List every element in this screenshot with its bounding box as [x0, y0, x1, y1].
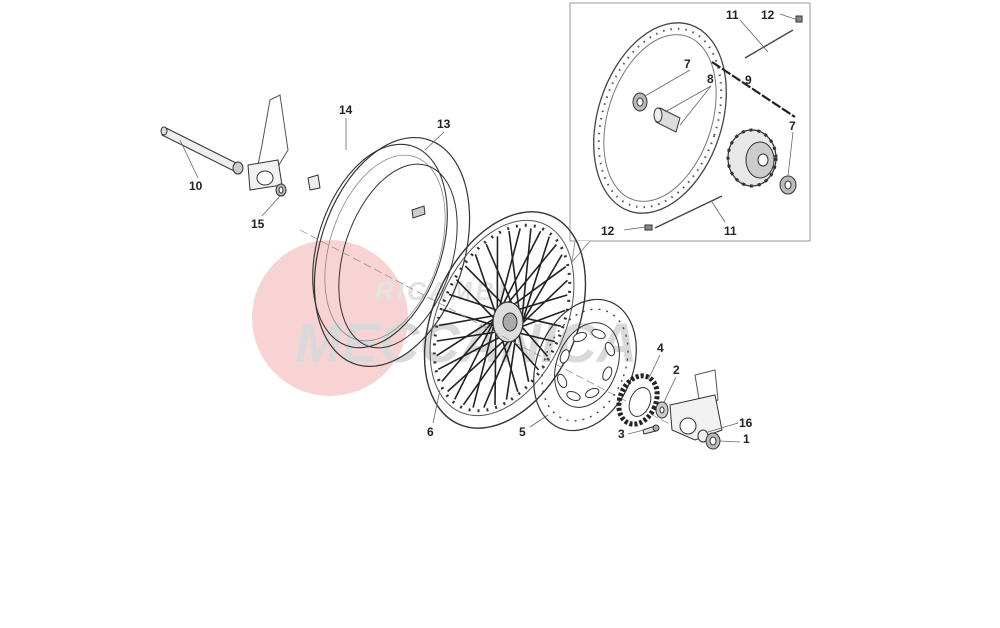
inner-tube	[313, 136, 471, 368]
axle-nut	[705, 432, 721, 450]
callout-10: 10	[189, 179, 203, 193]
leader-16	[707, 422, 739, 433]
leader-11a	[739, 19, 769, 53]
inset-bearing-right-bore	[784, 180, 792, 190]
brake-disc	[533, 298, 637, 432]
leader-12a	[779, 13, 799, 21]
callout-15: 15	[251, 217, 265, 231]
inset-rim-outer	[593, 22, 727, 214]
wheel-spoke	[521, 236, 551, 324]
callout-8: 8	[707, 72, 714, 86]
callout-16: 16	[739, 416, 753, 430]
leader-lines	[179, 118, 741, 443]
wheel-spoke	[472, 323, 495, 408]
callout-7-left: 7	[684, 57, 691, 71]
inset-bearing-left-bore	[636, 97, 644, 107]
callout-2: 2	[673, 363, 680, 377]
inset-rim-inner	[603, 34, 717, 202]
inset-spoke-top	[744, 29, 794, 59]
wheel-spoke	[494, 326, 497, 406]
leader-2	[663, 376, 677, 403]
spoked-wheel	[423, 211, 587, 429]
callout-6: 6	[427, 425, 434, 439]
disc-cutout	[557, 373, 568, 389]
disc-cutout	[602, 366, 613, 381]
callout-13: 13	[437, 117, 451, 131]
wheel-spoke	[508, 230, 521, 318]
sprocket-ring	[616, 373, 660, 427]
callout-3: 3	[618, 427, 625, 441]
leader-4	[647, 354, 661, 381]
watermark-disc	[252, 240, 408, 396]
disc-cutout	[585, 387, 600, 399]
leader-10	[179, 139, 199, 179]
wheel-spoke	[519, 254, 563, 327]
left-fork-leg	[247, 94, 289, 191]
inset-frame	[569, 2, 811, 242]
inset-rim-holes	[597, 27, 723, 209]
disc-cutout	[604, 341, 615, 357]
leader-5	[529, 414, 549, 428]
leader-7a	[644, 69, 691, 97]
disc-cutout	[591, 328, 606, 340]
inset-spoke-long	[711, 61, 796, 118]
inset-nipple-top	[795, 15, 803, 23]
leader-6	[432, 389, 441, 424]
callout-12-top: 12	[761, 8, 775, 22]
leader-8a	[664, 85, 712, 113]
disc-cutout	[572, 331, 587, 343]
right-fork-leg	[669, 369, 723, 441]
watermark-logo: RICAMBI MECCANICA	[252, 240, 637, 396]
disc-bolt	[642, 424, 660, 435]
callout-4: 4	[657, 341, 664, 355]
left-spacer-bore	[278, 186, 284, 194]
hub-detail-inset	[569, 2, 811, 264]
callout-14: 14	[339, 103, 353, 117]
callout-labels: 1 2 3 4 5 6 7 7 8 9 10 11 11 12 12 13 14…	[189, 8, 796, 446]
callout-1: 1	[743, 432, 750, 446]
wheel-spoke	[516, 279, 568, 329]
callout-11-top: 11	[726, 8, 739, 22]
callout-12-bottom: 12	[601, 224, 615, 238]
disc-cutout	[566, 390, 581, 402]
inset-spoke-bottom	[654, 195, 723, 229]
right-spacer-bore	[659, 406, 665, 414]
leader-7b	[787, 131, 794, 177]
callout-9: 9	[745, 73, 752, 87]
inset-hub	[726, 128, 778, 188]
rim-tape	[307, 143, 448, 349]
leader-1	[719, 440, 741, 443]
wheel-spoke	[521, 228, 532, 321]
inset-spacer	[653, 107, 681, 133]
inset-nipple-bottom	[644, 224, 653, 231]
disc-cutout	[559, 349, 570, 364]
leader-13	[424, 131, 445, 151]
disc-cutouts	[557, 328, 615, 402]
leader-3	[627, 429, 645, 435]
callout-5: 5	[519, 425, 526, 439]
callout-11-bottom: 11	[724, 224, 737, 238]
callout-7-right: 7	[789, 119, 796, 133]
leader-8b	[679, 85, 712, 126]
leader-12b	[623, 226, 646, 231]
leader-11b	[711, 201, 726, 223]
leader-15	[261, 195, 281, 217]
front-axle	[160, 126, 244, 175]
